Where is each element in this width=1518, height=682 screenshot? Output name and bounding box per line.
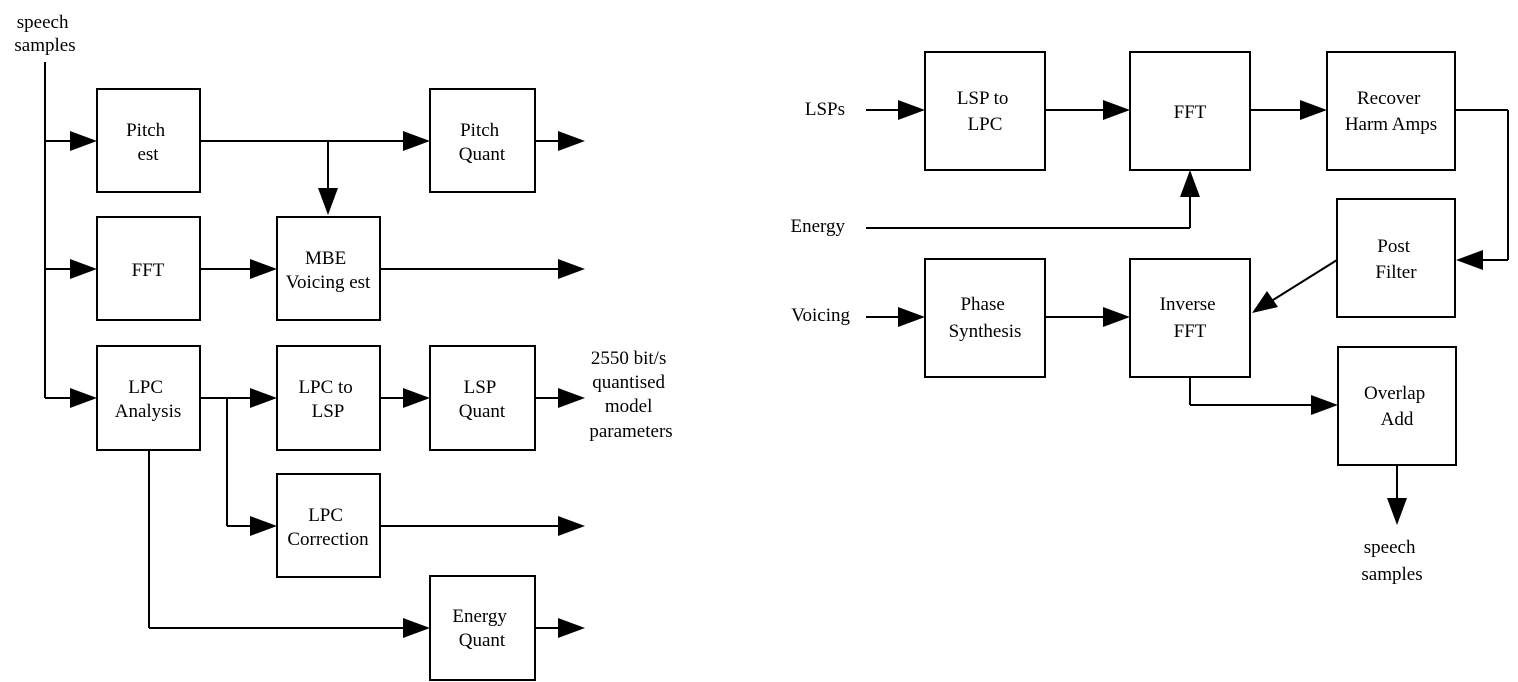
wire-fft-to-recover-harm-amps [1250, 100, 1327, 120]
block-lpc-to-lsp: LPC to LSP [276, 345, 381, 451]
block-fft-decoder: FFT [1129, 51, 1251, 171]
block-lpc-correction: LPC Correction [276, 473, 381, 578]
wire-bus-to-lpc-analysis [45, 388, 97, 408]
block-phase-synthesis: Phase Synthesis [924, 258, 1046, 378]
wire-recover-harm-amps-to-post-filter [1455, 109, 1509, 270]
svg-text:LPC Analysis: LPC Analysis [115, 377, 182, 422]
decoder-input-lsps: LSPs [805, 99, 845, 120]
svg-text:Post Filter: Post Filter [1375, 236, 1417, 283]
encoder-input-label: speech samples [14, 12, 75, 56]
block-mbe-voicing-est: MBE Voicing est [276, 216, 381, 321]
svg-text:MBE Voicing est: MBE Voicing est [286, 248, 371, 293]
block-lsp-quant: LSP Quant [429, 345, 536, 451]
svg-text:FFT: FFT [132, 260, 165, 281]
svg-text:Inverse FFT: Inverse FFT [1160, 294, 1221, 342]
wire-inverse-fft-to-overlap-add [1189, 377, 1338, 415]
output-arrow-lsp-quant [535, 388, 585, 408]
block-pitch-quant: Pitch Quant [429, 88, 536, 193]
block-recover-harm-amps: Recover Harm Amps [1326, 51, 1456, 171]
wire-lpc-analysis-to-energy-quant [148, 450, 430, 638]
decoder-output-label: speech samples [1361, 537, 1422, 585]
wire-lpc-analysis-to-lpc-correction [226, 398, 277, 536]
block-overlap-add: Overlap Add [1337, 346, 1457, 466]
wire-overlap-add-to-output [1387, 465, 1407, 525]
svg-text:Recover Harm Amps: Recover Harm Amps [1345, 88, 1437, 135]
svg-text:LSP to LPC: LSP to LPC [957, 88, 1013, 135]
decoder-input-voicing: Voicing [791, 305, 850, 326]
svg-text:Phase Synthesis: Phase Synthesis [949, 294, 1022, 342]
wire-energy-to-fft [866, 170, 1200, 229]
block-fft-encoder: FFT [96, 216, 201, 321]
svg-text:LPC Correction: LPC Correction [287, 505, 369, 550]
svg-text:Pitch est: Pitch est [126, 120, 170, 165]
block-inverse-fft: Inverse FFT [1129, 258, 1251, 378]
decoder-input-energy: Energy [790, 216, 845, 237]
block-energy-quant: Energy Quant [429, 575, 536, 681]
block-pitch-est: Pitch est [96, 88, 201, 193]
wire-voicing-to-phase-synthesis [866, 307, 925, 327]
svg-text:Pitch Quant: Pitch Quant [459, 120, 506, 165]
wire-lsp-to-lpc-to-fft [1045, 100, 1130, 120]
wire-pitch-est-to-pitch-quant [200, 131, 430, 151]
block-lsp-to-lpc: LSP to LPC [924, 51, 1046, 171]
svg-text:Overlap Add: Overlap Add [1364, 383, 1430, 430]
wire-fft-to-mbe-voicing [200, 259, 277, 279]
decoder-diagram: LSPs Energy Voicing [790, 51, 1509, 585]
wire-lpc-to-lsp-to-lsp-quant [380, 388, 430, 408]
wire-bus-to-pitch-est [45, 131, 97, 151]
encoder-output-note: 2550 bit/s quantised model parameters [589, 348, 672, 442]
block-lpc-analysis: LPC Analysis [96, 345, 201, 451]
output-arrow-mbe-voicing [380, 259, 585, 279]
wire-pitch-to-mbe-voicing [318, 141, 338, 215]
wire-lpc-analysis-to-lpc-to-lsp [200, 388, 277, 408]
svg-text:LPC to LSP: LPC to LSP [298, 377, 357, 422]
svg-text:LSP Quant: LSP Quant [459, 377, 506, 422]
wire-post-filter-to-inverse-fft [1252, 259, 1338, 313]
encoder-diagram: speech samples [14, 12, 673, 681]
wire-phase-synthesis-to-inverse-fft [1045, 307, 1130, 327]
output-arrow-lpc-correction [380, 516, 585, 536]
wire-bus-to-fft [45, 259, 97, 279]
block-post-filter: Post Filter [1336, 198, 1456, 318]
svg-text:FFT: FFT [1174, 102, 1207, 123]
output-arrow-energy-quant [535, 618, 585, 638]
output-arrow-pitch-quant [535, 131, 585, 151]
wire-lsps-to-lsp-to-lpc [866, 100, 925, 120]
svg-text:Energy Quant: Energy Quant [452, 606, 511, 651]
